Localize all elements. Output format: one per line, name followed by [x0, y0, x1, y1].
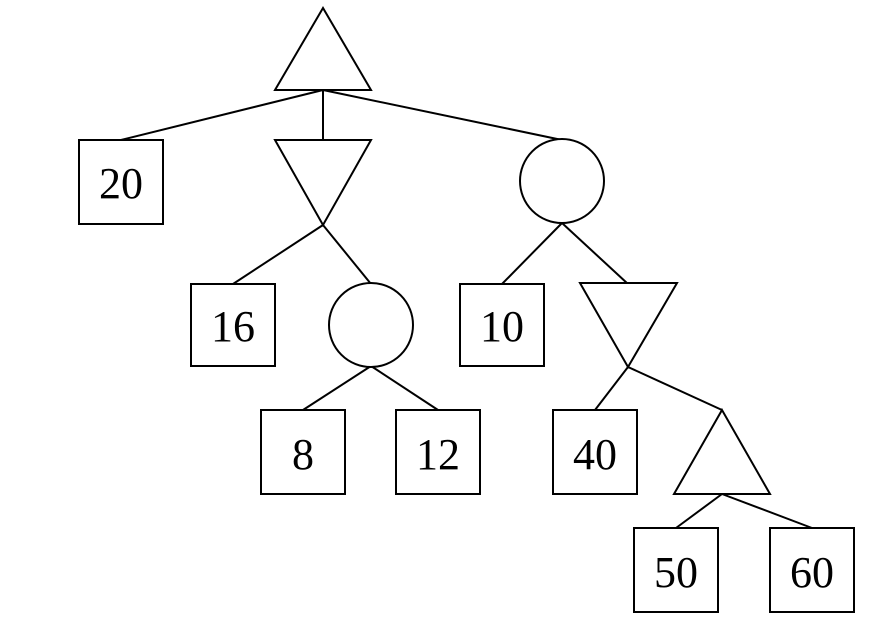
leaf-node: 60	[769, 527, 855, 613]
edge-chance2-leaf12	[370, 365, 439, 411]
leaf-value: 16	[211, 302, 255, 351]
min-node-icon	[273, 139, 373, 228]
chance-node-icon	[519, 138, 605, 224]
leaf-value: 50	[654, 548, 698, 597]
tree-edges	[120, 89, 813, 529]
leaf-value: 40	[573, 430, 617, 479]
chance-node-icon	[328, 282, 414, 368]
tree-leaves: 20 16 8 12 10 40 50 60	[78, 139, 855, 613]
edge-root-leaf20	[120, 89, 324, 141]
leaf-value: 12	[416, 430, 460, 479]
tree-nodes	[273, 6, 772, 495]
edge-root-chance1	[322, 89, 563, 141]
edge-chance1-min2	[561, 222, 629, 285]
edge-chance1-leaf10	[501, 222, 563, 285]
leaf-node: 8	[260, 409, 346, 495]
leaf-node: 12	[395, 409, 481, 495]
leaf-value: 60	[790, 548, 834, 597]
leaf-node: 50	[633, 527, 719, 613]
edge-max2-leaf60	[721, 493, 813, 529]
edge-min1-chance2	[322, 224, 372, 285]
leaf-value: 10	[480, 302, 524, 351]
edge-max2-leaf50	[675, 493, 723, 529]
leaf-node: 10	[459, 283, 545, 367]
edge-min2-leaf40	[594, 366, 629, 411]
edge-min1-leaf16	[232, 224, 324, 285]
leaf-value: 20	[99, 159, 143, 208]
leaf-node: 20	[78, 139, 164, 225]
edge-min2-max2	[627, 366, 723, 411]
leaf-node: 16	[190, 283, 276, 367]
max-node-root-icon	[273, 6, 373, 91]
min-node-icon	[578, 282, 679, 369]
edge-chance2-leaf8	[302, 365, 372, 411]
leaf-value: 8	[292, 430, 314, 479]
max-node-icon	[672, 407, 772, 495]
leaf-node: 40	[552, 409, 638, 495]
